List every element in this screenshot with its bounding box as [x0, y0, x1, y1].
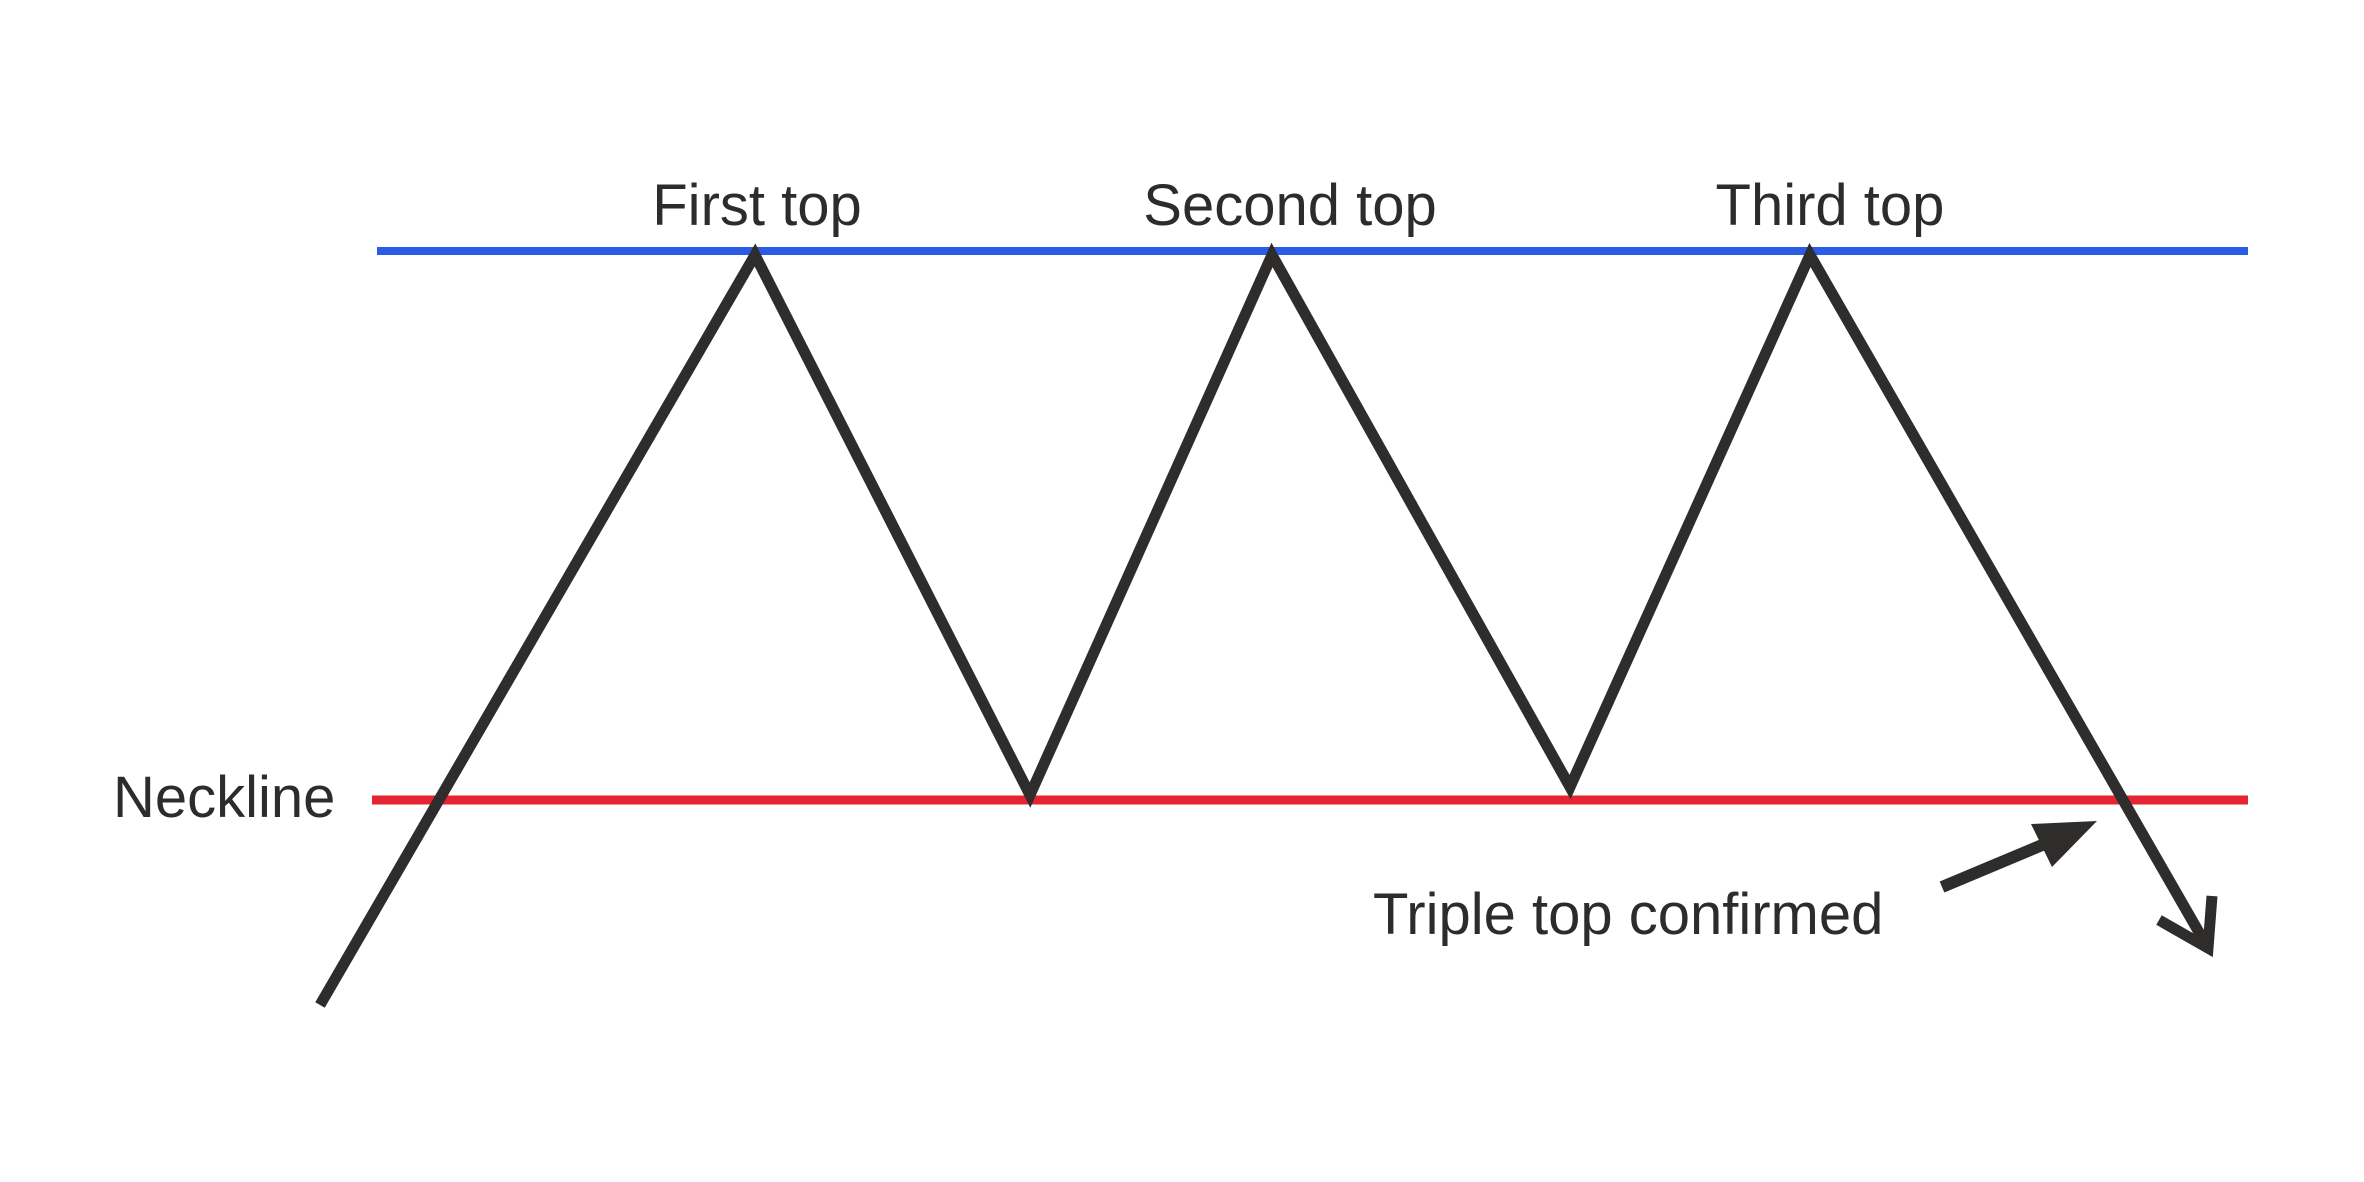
label-triple-top-confirmed: Triple top confirmed: [1373, 882, 1883, 947]
price-line: [315, 242, 2213, 1008]
label-neckline: Neckline: [113, 765, 335, 830]
annotation-arrow-shaft: [1939, 837, 2050, 893]
label-second-top: Second top: [1143, 173, 1436, 238]
price-arrowhead-icon: [2156, 895, 2218, 958]
label-first-top: First top: [652, 173, 862, 238]
annotation-arrowhead-icon: [2031, 821, 2097, 867]
label-third-top: Third top: [1716, 173, 1945, 238]
